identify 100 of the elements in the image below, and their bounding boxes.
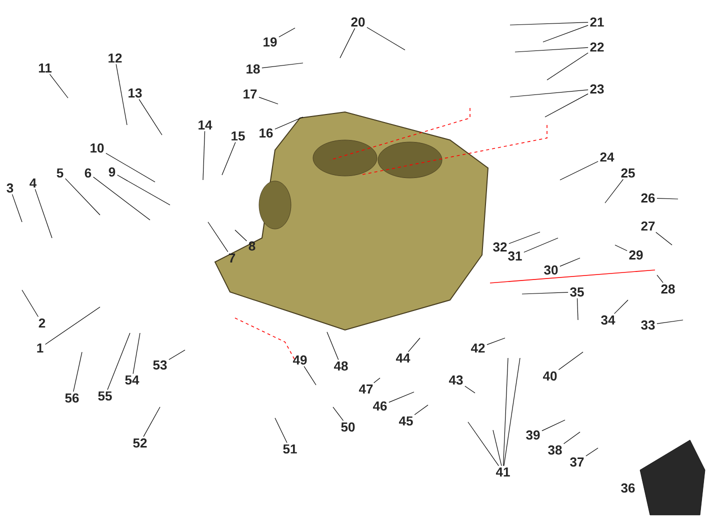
leader-line — [576, 298, 578, 320]
leader-line — [326, 332, 339, 360]
callout-number: 23 — [590, 84, 604, 94]
callout-number: 9 — [108, 167, 116, 177]
leader-line — [560, 161, 598, 180]
leader-line — [586, 448, 598, 456]
leader-line — [234, 230, 247, 242]
leader-line — [93, 176, 150, 220]
callout-number: 54 — [125, 375, 140, 385]
callout-number: 48 — [334, 361, 348, 371]
leader-line — [208, 222, 228, 252]
callout-number: 12 — [108, 53, 122, 63]
callout-number: 4 — [30, 178, 37, 188]
callout-number: 42 — [470, 343, 485, 353]
callout-number: 15 — [232, 131, 245, 141]
callout-number: 14 — [198, 120, 212, 130]
leader-line — [414, 404, 428, 416]
leader-line — [388, 392, 414, 403]
callout-number: 49 — [292, 355, 307, 365]
callout-number: 11 — [38, 64, 52, 72]
callout-number: 38 — [548, 445, 562, 455]
leader-line — [656, 232, 672, 246]
leader-line — [49, 74, 68, 98]
leader-line — [22, 290, 39, 318]
leader-line — [524, 238, 558, 253]
callout-number: 31 — [508, 251, 522, 261]
leader-line — [278, 28, 296, 38]
leader-line — [546, 52, 588, 80]
callout-number: 39 — [526, 430, 540, 440]
leader-line — [508, 232, 540, 244]
callout-number: 1 — [37, 344, 44, 352]
leader-line — [116, 64, 128, 126]
leader-line — [560, 258, 580, 267]
leader-line — [514, 47, 588, 52]
leader-line — [274, 418, 288, 444]
leader-line — [510, 22, 588, 26]
leader-line — [65, 178, 100, 216]
leader-line — [542, 25, 588, 42]
callout-number: 2 — [38, 318, 46, 328]
callout-number: 25 — [621, 168, 635, 178]
callout-number: 34 — [601, 315, 616, 325]
leader-line — [340, 28, 356, 58]
leader-line — [563, 432, 580, 444]
leader-line — [73, 352, 82, 392]
callout-number: 32 — [493, 242, 507, 252]
leader-line — [202, 130, 206, 180]
callout-number: 27 — [641, 221, 655, 231]
callout-number: 20 — [351, 17, 365, 27]
callout-number: 51 — [283, 444, 297, 454]
callout-number: 10 — [90, 143, 104, 153]
callout-number: 13 — [128, 88, 142, 98]
leader-line — [107, 332, 130, 390]
callout-number: 19 — [264, 37, 277, 47]
callout-number: 5 — [56, 168, 64, 178]
callout-number: 33 — [641, 320, 655, 330]
leader-line — [106, 152, 156, 182]
callout-number: 24 — [600, 152, 614, 162]
leader-line — [464, 386, 476, 394]
leader-line — [222, 142, 236, 176]
leader-line — [274, 116, 304, 130]
leader-line — [332, 406, 344, 421]
callout-number: 28 — [661, 284, 675, 294]
leader-line — [138, 99, 162, 136]
callout-number: 40 — [542, 371, 557, 381]
callout-number: 21 — [590, 17, 604, 27]
leader-line — [504, 358, 520, 466]
leader-line — [656, 274, 664, 283]
callout-number: 8 — [248, 241, 256, 251]
leader-line — [374, 378, 380, 384]
leader-line — [34, 188, 52, 238]
callout-number: 7 — [228, 254, 236, 262]
leader-line — [132, 332, 140, 374]
leader-line — [544, 94, 588, 118]
callout-number: 50 — [341, 422, 355, 432]
leader-line — [492, 430, 502, 466]
leader-line — [262, 62, 304, 68]
callout-number: 52 — [133, 438, 147, 448]
leader-line — [143, 406, 160, 437]
leader-line — [522, 292, 568, 294]
callout-number: 18 — [246, 64, 260, 74]
leader-line — [408, 338, 420, 352]
leader-line — [366, 27, 406, 50]
callout-number: 16 — [260, 128, 273, 138]
callout-number: 45 — [398, 416, 413, 426]
leader-line — [614, 300, 628, 314]
callout-number: 55 — [98, 391, 112, 401]
callout-number: 22 — [590, 42, 604, 52]
callout-number: 35 — [570, 287, 584, 297]
leader-line — [656, 320, 684, 324]
leader-line — [614, 244, 628, 252]
leader-line — [117, 174, 170, 206]
callout-number: 17 — [244, 90, 257, 98]
leader-line — [510, 90, 588, 98]
leader-line — [12, 194, 22, 222]
leader-line — [656, 198, 678, 200]
callout-number: 37 — [570, 457, 584, 467]
callout-number: 41 — [496, 468, 510, 476]
leader-line — [168, 350, 186, 360]
leader-line — [258, 96, 278, 104]
leader-line — [604, 179, 624, 204]
